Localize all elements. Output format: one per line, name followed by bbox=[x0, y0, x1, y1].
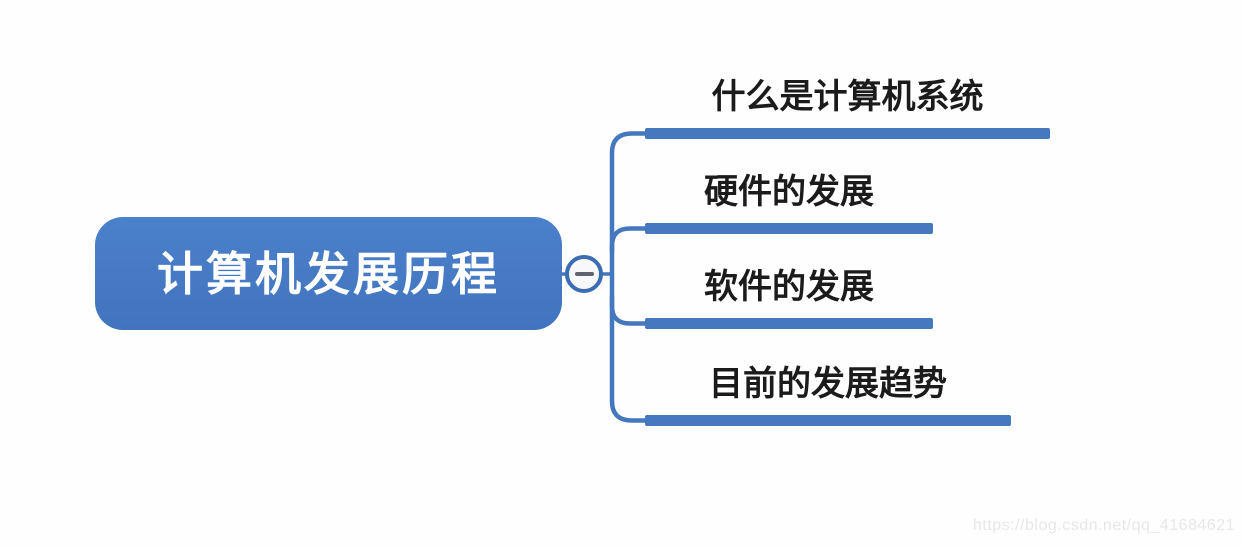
branch-underline bbox=[645, 223, 933, 234]
branch-underline bbox=[645, 128, 1050, 139]
branch-underline bbox=[645, 318, 933, 329]
root-node[interactable]: 计算机发展历程 bbox=[95, 217, 562, 330]
collapse-button[interactable] bbox=[565, 255, 603, 293]
branch-what-is-computer-system[interactable]: 什么是计算机系统 bbox=[645, 75, 1050, 139]
minus-icon bbox=[574, 272, 594, 276]
connector-branch-2 bbox=[609, 226, 651, 255]
branch-label[interactable]: 软件的发展 bbox=[704, 268, 874, 306]
branch-underline bbox=[645, 415, 1011, 426]
watermark-url: https://blog.csdn.net/qq_41684621 bbox=[972, 517, 1235, 534]
branch-current-trends[interactable]: 目前的发展趋势 bbox=[645, 362, 1011, 426]
connector-trunk bbox=[609, 131, 650, 423]
root-node-label: 计算机发展历程 bbox=[157, 247, 500, 300]
branch-hardware-development[interactable]: 硬件的发展 bbox=[645, 170, 933, 234]
branch-label[interactable]: 硬件的发展 bbox=[704, 173, 874, 211]
branch-software-development[interactable]: 软件的发展 bbox=[645, 265, 933, 329]
connector-branch-3 bbox=[609, 293, 651, 326]
branch-label[interactable]: 目前的发展趋势 bbox=[709, 365, 947, 403]
branch-label[interactable]: 什么是计算机系统 bbox=[711, 78, 984, 116]
